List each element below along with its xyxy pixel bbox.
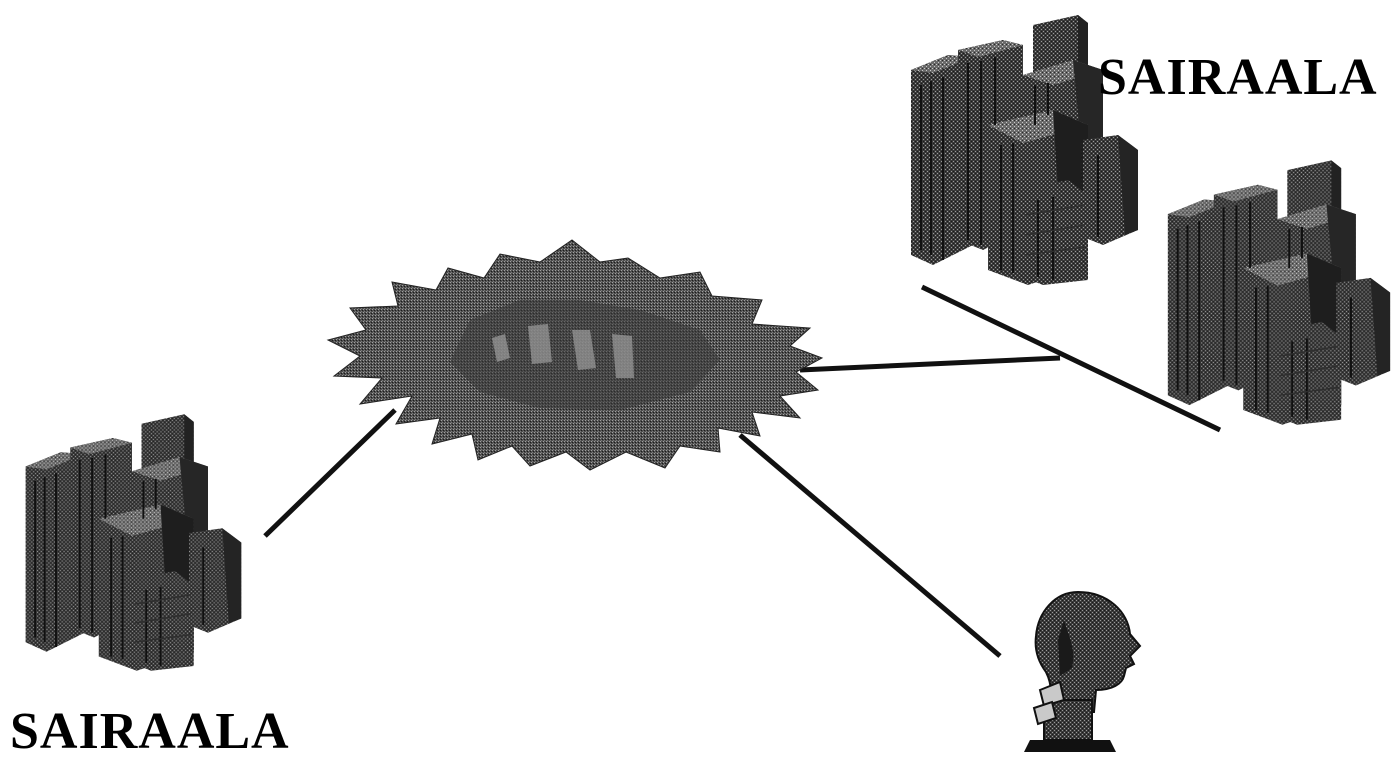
link-person <box>738 433 1002 658</box>
link-backbone-right <box>920 284 1222 433</box>
person-head-icon <box>1024 590 1142 752</box>
hospital-building-icon <box>1166 159 1392 426</box>
hospital-label-bottom: SAIRAALA <box>10 703 290 760</box>
hospital-label-top: SAIRAALA <box>1098 49 1378 106</box>
hospital-building-icon <box>24 413 243 672</box>
link-cloud-to-branch <box>799 355 1061 373</box>
network-links <box>263 284 1222 658</box>
link-left-hospital <box>263 408 397 538</box>
network-cloud-icon <box>326 239 824 471</box>
